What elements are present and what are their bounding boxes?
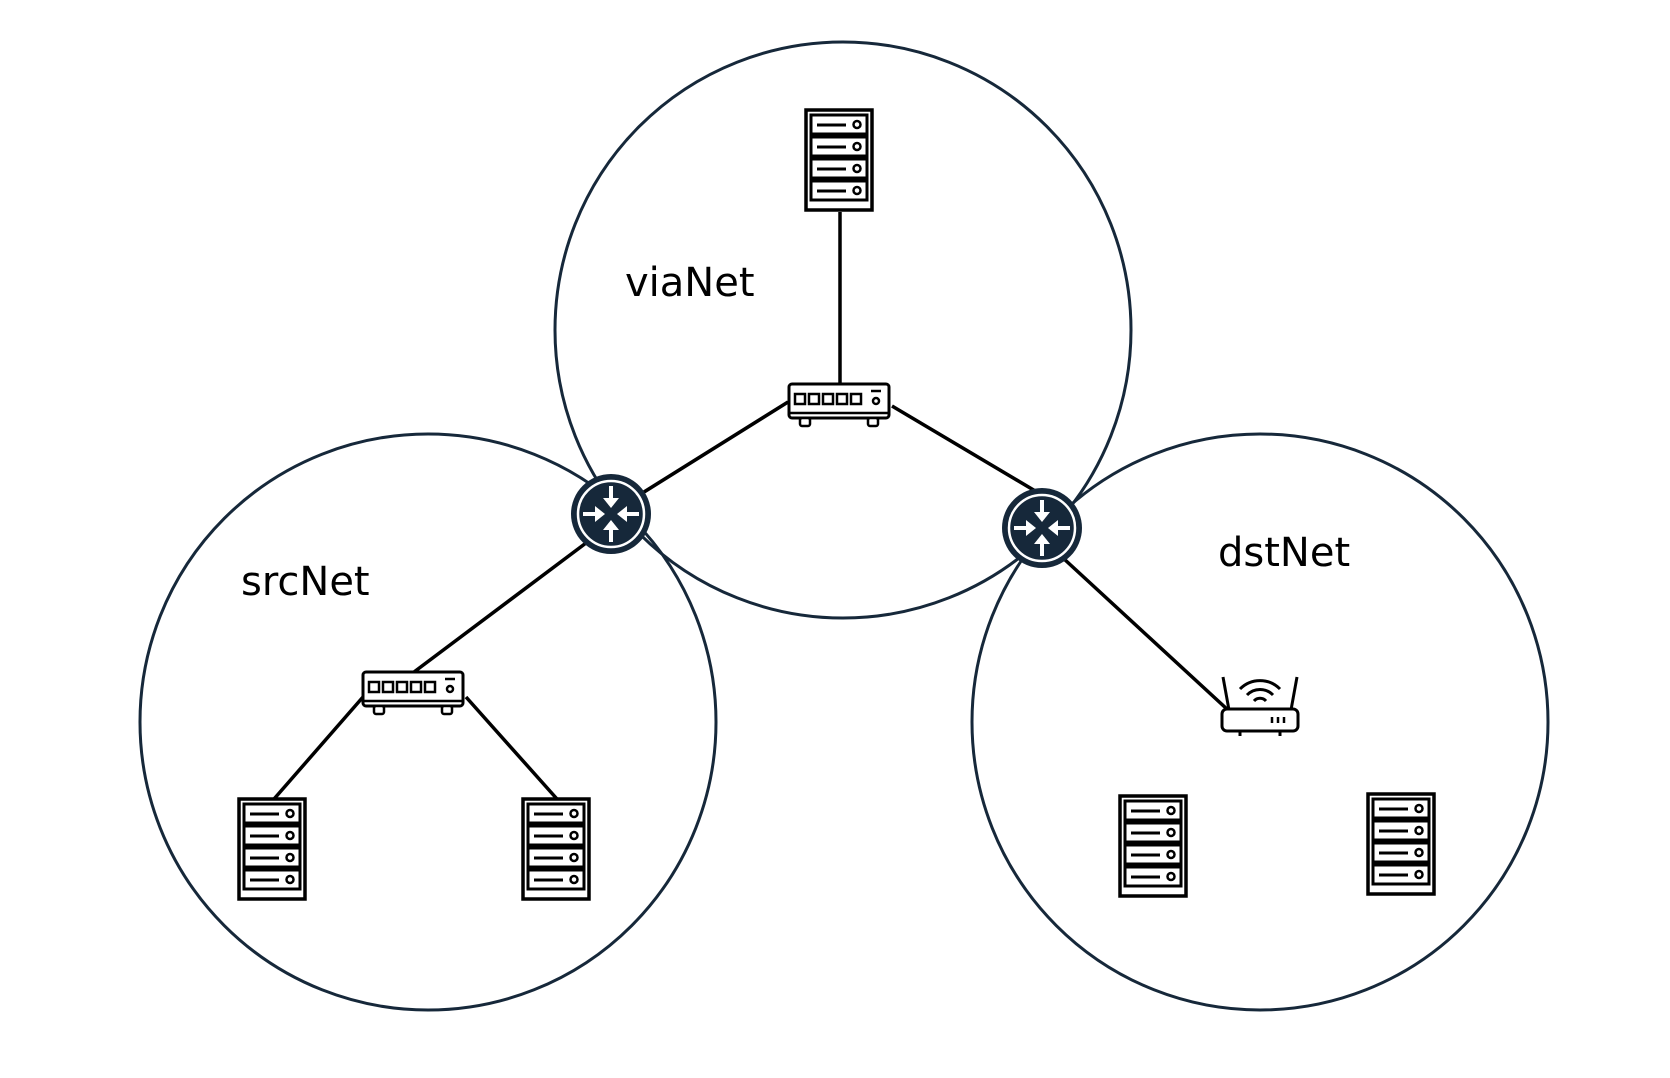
vianet-label: viaNet bbox=[625, 260, 755, 306]
srcnet-server-right-icon bbox=[521, 797, 591, 901]
dstnet-label: dstNet bbox=[1218, 530, 1350, 576]
srcnet-server-left-icon bbox=[237, 797, 307, 901]
link-router-right-wifi bbox=[1061, 556, 1230, 712]
dstnet-server-left-icon bbox=[1118, 794, 1188, 898]
dstnet-zone bbox=[970, 432, 1550, 1012]
link-router-left-srcnet-switch bbox=[412, 538, 592, 674]
dstnet-server-right-icon bbox=[1366, 792, 1436, 896]
vianet-server-icon bbox=[804, 108, 874, 212]
srcnet-zone bbox=[138, 432, 718, 1012]
router-vianet-srcnet-icon bbox=[569, 472, 653, 556]
link-srcnet-switch-server-left bbox=[272, 695, 365, 801]
link-srcnet-switch-server-right bbox=[464, 695, 559, 801]
vianet-zone bbox=[553, 40, 1133, 620]
vianet-switch-icon bbox=[787, 382, 891, 428]
srcnet-switch-icon bbox=[361, 670, 465, 716]
router-vianet-dstnet-icon bbox=[1000, 486, 1084, 570]
link-vianet-switch-router-right bbox=[891, 404, 1043, 497]
dstnet-wifi-router-icon bbox=[1220, 675, 1300, 738]
srcnet-label: srcNet bbox=[241, 559, 370, 605]
